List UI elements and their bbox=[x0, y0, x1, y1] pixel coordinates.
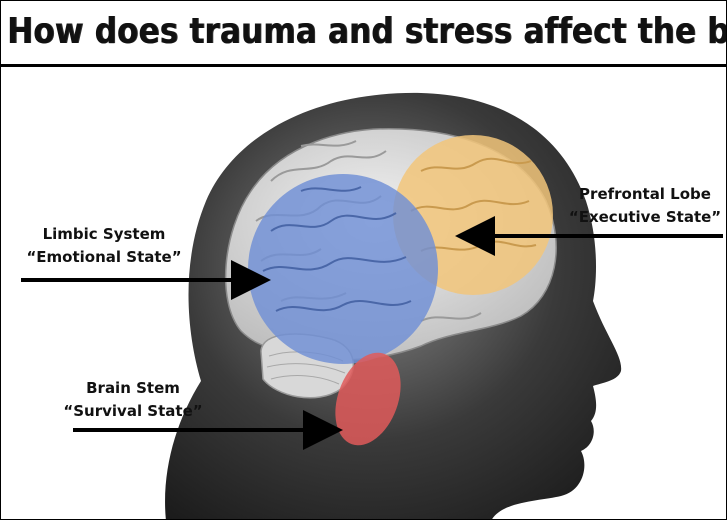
limbic-region bbox=[248, 174, 438, 364]
prefrontal-state: “Executive State” bbox=[565, 206, 725, 229]
limbic-state: “Emotional State” bbox=[19, 246, 189, 269]
prefrontal-name: Prefrontal Lobe bbox=[565, 183, 725, 206]
brainstem-state: “Survival State” bbox=[63, 400, 203, 423]
brainstem-name: Brain Stem bbox=[63, 377, 203, 400]
prefrontal-label: Prefrontal Lobe “Executive State” bbox=[565, 183, 725, 229]
brainstem-label: Brain Stem “Survival State” bbox=[63, 377, 203, 423]
limbic-name: Limbic System bbox=[19, 223, 189, 246]
limbic-label: Limbic System “Emotional State” bbox=[19, 223, 189, 269]
